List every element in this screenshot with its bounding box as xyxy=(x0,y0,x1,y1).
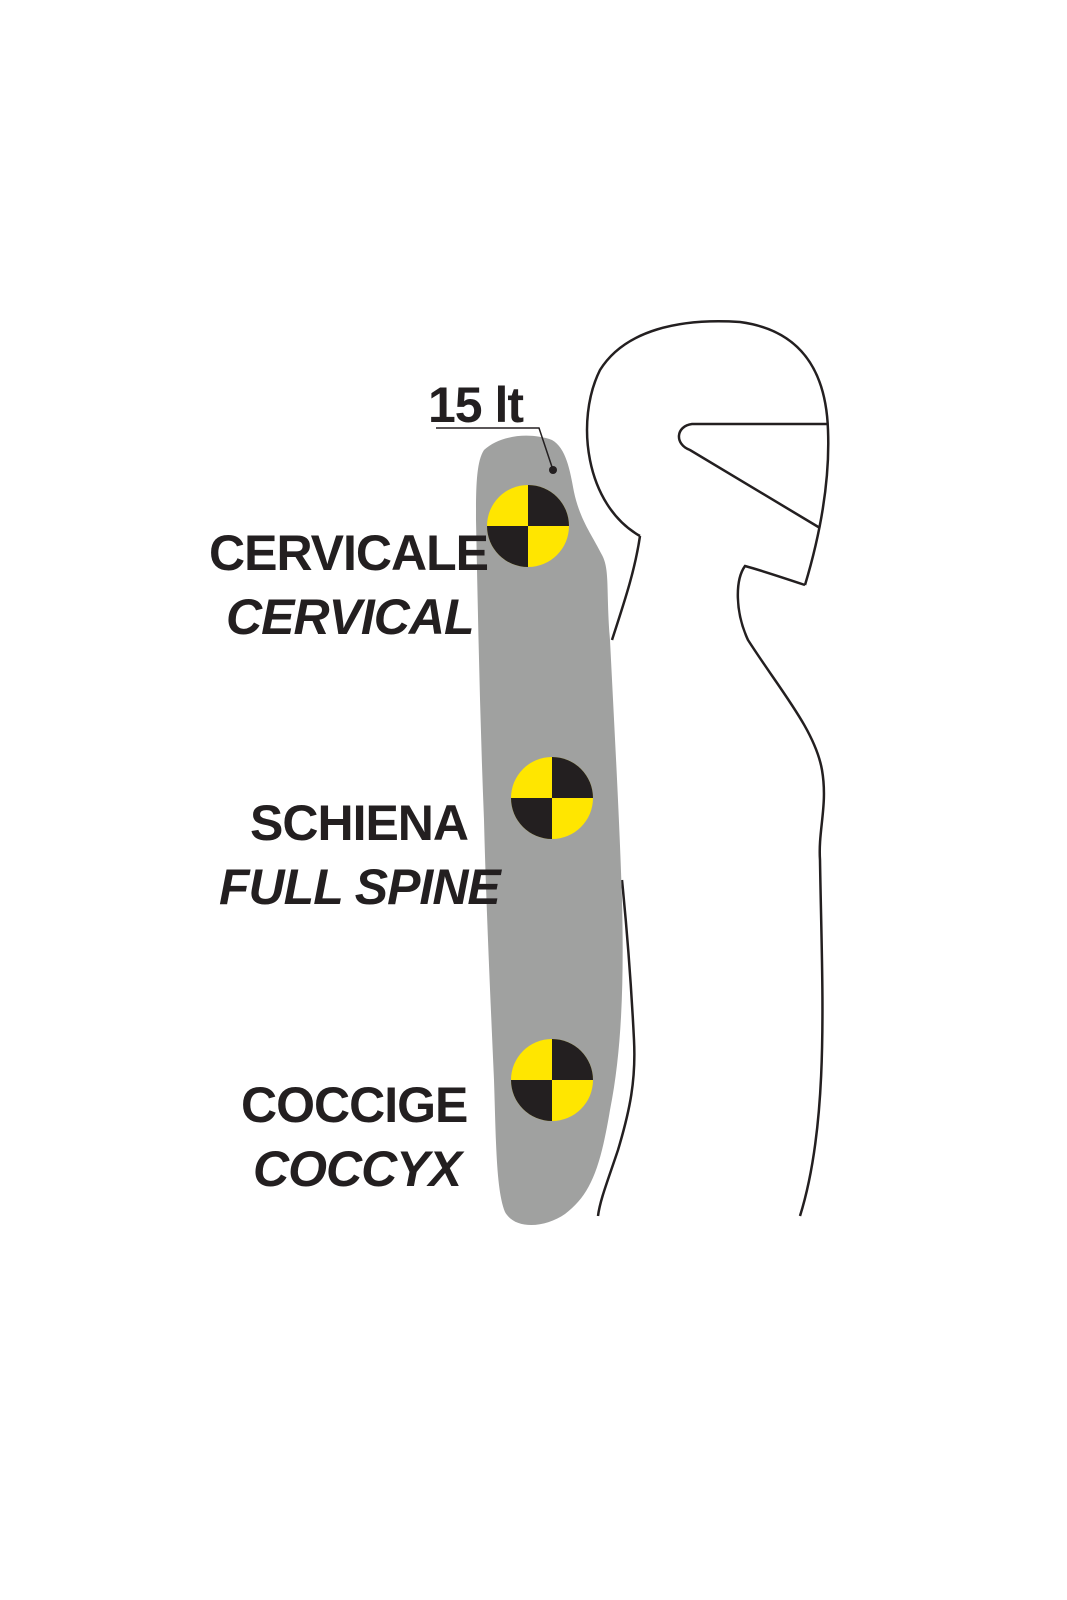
zone-label-spine-it: SCHIENA xyxy=(250,795,469,851)
marker-spine xyxy=(511,757,593,839)
back-outline xyxy=(596,535,642,1217)
zone-label-cervical-en: CERVICAL xyxy=(226,589,475,645)
marker-coccyx xyxy=(511,1039,593,1121)
neck-front-outline xyxy=(736,564,826,1217)
helmet-outline xyxy=(585,320,830,586)
capacity-label: 15 lt xyxy=(428,377,524,433)
marker-cervical xyxy=(487,485,569,567)
zone-label-spine-en: FULL SPINE xyxy=(219,859,501,915)
helmet-visor xyxy=(677,422,828,530)
zone-label-coccyx-en: COCCYX xyxy=(253,1141,462,1197)
capacity-leader-line xyxy=(436,427,554,471)
zone-label-coccyx-it: COCCIGE xyxy=(241,1077,468,1133)
zone-label-cervical-it: CERVICALE xyxy=(209,525,489,581)
